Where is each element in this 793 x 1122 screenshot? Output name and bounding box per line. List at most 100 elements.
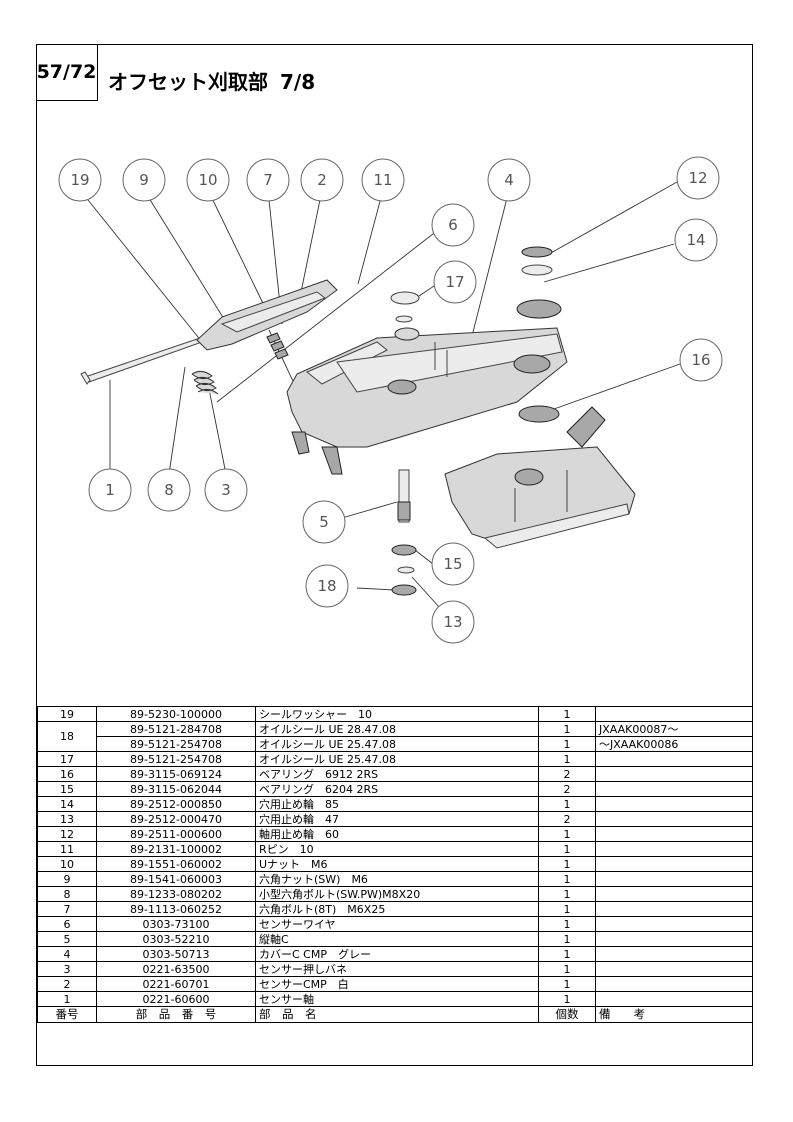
cell-quantity: 1 (538, 976, 596, 992)
cell-remarks (595, 961, 753, 977)
svg-text:2: 2 (317, 171, 327, 189)
page-number: 57/72 (36, 44, 98, 101)
cell-part-name: 小型六角ボルト(SW.PW)M8X20 (255, 886, 539, 902)
callout-9: 9 (122, 158, 166, 202)
cell-quantity: 1 (538, 796, 596, 812)
cell-part-number: 89-5121-284708 (96, 721, 256, 737)
cell-quantity: 1 (538, 961, 596, 977)
cell-number: 12 (37, 826, 97, 842)
cell-number: 4 (37, 946, 97, 962)
cell-part-number: 89-1113-060252 (96, 901, 256, 917)
cell-number: 5 (37, 931, 97, 947)
svg-text:3: 3 (221, 481, 231, 499)
svg-text:6: 6 (448, 216, 458, 234)
svg-text:17: 17 (445, 273, 464, 291)
cell-number: 15 (37, 781, 97, 797)
callout-15: 15 (431, 542, 475, 586)
cell-part-name: センサー軸 (255, 991, 539, 1007)
cell-part-name: 六角ボルト(8T) M6X25 (255, 901, 539, 917)
cell-quantity: 1 (538, 826, 596, 842)
cell-remarks (595, 751, 753, 767)
cell-part-number: 0303-50713 (96, 946, 256, 962)
cell-remarks (595, 886, 753, 902)
header-number: 番号 (37, 1006, 97, 1023)
cell-part-name: センサーCMP 白 (255, 976, 539, 992)
cell-remarks (595, 931, 753, 947)
callout-3: 3 (204, 468, 248, 512)
callout-4: 4 (487, 158, 531, 202)
cell-part-number: 89-2512-000850 (96, 796, 256, 812)
svg-text:4: 4 (504, 171, 514, 189)
header-part-name: 部 品 名 (255, 1006, 539, 1023)
cell-quantity: 1 (538, 871, 596, 887)
cell-number: 16 (37, 766, 97, 782)
cell-part-number: 89-2131-100002 (96, 841, 256, 857)
cell-remarks (595, 811, 753, 827)
cell-number: 3 (37, 961, 97, 977)
cell-number: 1 (37, 991, 97, 1007)
cell-quantity: 1 (538, 991, 596, 1007)
cell-part-number: 89-5230-100000 (96, 706, 256, 722)
callout-12: 12 (676, 156, 720, 200)
cell-remarks (595, 991, 753, 1007)
cell-part-name: 軸用止め輪 60 (255, 826, 539, 842)
cell-remarks (595, 841, 753, 857)
page-frame (36, 44, 753, 1066)
cell-number: 8 (37, 886, 97, 902)
cell-part-name: センサー押しバネ (255, 961, 539, 977)
cell-remarks (595, 826, 753, 842)
title-text: オフセット刈取部 (108, 70, 268, 94)
cell-part-number: 89-2512-000470 (96, 811, 256, 827)
cell-quantity: 1 (538, 841, 596, 857)
cell-quantity: 2 (538, 781, 596, 797)
cell-part-number: 89-5121-254708 (96, 736, 256, 752)
cell-part-name: ベアリング 6912 2RS (255, 766, 539, 782)
bearings-and-seals (390, 246, 562, 596)
header-quantity: 個数 (538, 1006, 596, 1023)
cell-quantity: 1 (538, 736, 596, 752)
callout-7: 7 (246, 158, 290, 202)
cell-part-number: 89-2511-000600 (96, 826, 256, 842)
header-part-number: 部 品 番 号 (96, 1006, 256, 1023)
cell-part-name: Rピン 10 (255, 841, 539, 857)
cell-quantity: 1 (538, 751, 596, 767)
cell-quantity: 2 (538, 811, 596, 827)
svg-text:19: 19 (70, 171, 89, 189)
cell-remarks (595, 976, 753, 992)
callout-1: 1 (88, 468, 132, 512)
cell-quantity: 1 (538, 706, 596, 722)
callout-17: 17 (433, 260, 477, 304)
cell-part-name: 穴用止め輪 85 (255, 796, 539, 812)
callout-14: 14 (674, 218, 718, 262)
cell-quantity: 1 (538, 931, 596, 947)
cell-remarks (595, 706, 753, 722)
cell-remarks (595, 916, 753, 932)
callout-5: 5 (302, 500, 346, 544)
svg-text:16: 16 (691, 351, 710, 369)
exploded-parts-diagram: 19 9 10 7 2 11 4 12 14 6 17 16 1 8 3 5 1… (58, 156, 723, 644)
cell-quantity: 1 (538, 946, 596, 962)
svg-text:10: 10 (198, 171, 217, 189)
cell-part-number: 89-1551-060002 (96, 856, 256, 872)
cell-part-number: 0303-73100 (96, 916, 256, 932)
cover-c-cmp (286, 327, 568, 475)
cell-number: 9 (37, 871, 97, 887)
cell-remarks: JXAAK00087～ (595, 721, 753, 737)
cell-remarks (595, 781, 753, 797)
cell-part-name: 六角ナット(SW) M6 (255, 871, 539, 887)
